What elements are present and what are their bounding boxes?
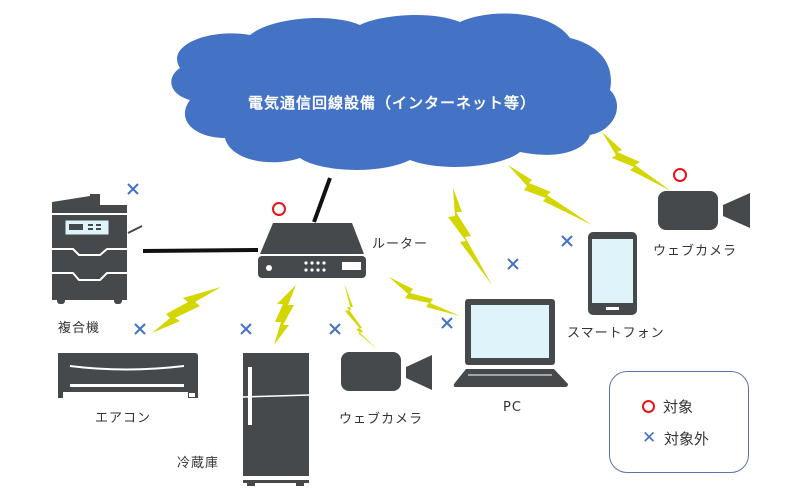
legend-target-label: 対象: [663, 398, 694, 416]
non-target-mark-fridge: [240, 323, 252, 335]
bolt-router-pc: [389, 277, 460, 316]
target-mark-webcam-right: [673, 168, 687, 182]
cable-router-mfp: [142, 248, 259, 253]
webcam-bottom-label: ウェブカメラ: [339, 412, 424, 427]
router-icon: [258, 223, 366, 278]
bolt-router-webcam: [344, 283, 378, 350]
non-target-mark-pc: [441, 317, 453, 329]
cable-mfp-stub: [127, 225, 143, 234]
webcam-right-icon: [658, 191, 750, 230]
cross-icon: ✕: [642, 428, 657, 448]
cable-cloud-router: [312, 177, 332, 223]
non-target-mark-mfp: [127, 183, 139, 195]
wireless-bolts: [152, 132, 671, 350]
target-mark-router: [272, 202, 286, 216]
smartphone-icon: [588, 232, 637, 315]
bolt-router-fridge: [274, 285, 296, 345]
non-target-mark-pc-top: [507, 258, 519, 270]
internet-cloud: [171, 13, 618, 170]
non-target-mark-smartphone: [561, 235, 573, 247]
smartphone-label: スマートフォン: [567, 326, 665, 341]
non-target-marks: [127, 183, 573, 335]
mfp-label: 複合機: [58, 321, 101, 336]
non-target-mark-aircon: [134, 323, 146, 335]
pc-label: PC: [503, 400, 522, 415]
fridge-label: 冷蔵庫: [177, 456, 220, 471]
bolt-cloud-webcam: [602, 132, 671, 191]
non-target-mark-webcam-bottom: [329, 323, 341, 335]
aircon-label: エアコン: [95, 411, 152, 426]
internet-cloud-label: 電気通信回線設備（インターネット等）: [248, 94, 537, 112]
legend-item-target: 対象: [642, 396, 693, 417]
circle-icon: [642, 400, 655, 413]
legend-item-non-target: ✕ 対象外: [642, 428, 709, 449]
pc-icon: [453, 299, 568, 387]
legend-non-target-label: 対象外: [664, 430, 710, 448]
mfp-icon: [52, 194, 127, 304]
webcam-bottom-icon: [341, 352, 432, 391]
legend: 対象 ✕ 対象外: [609, 371, 749, 473]
bolt-cloud-pc: [448, 188, 492, 285]
bolt-cloud-phone: [508, 165, 592, 225]
webcam-right-label: ウェブカメラ: [653, 244, 738, 259]
router-label: ルーター: [372, 237, 429, 252]
bolt-router-aircon: [152, 287, 221, 333]
aircon-icon: [58, 353, 198, 398]
fridge-icon: [242, 353, 310, 486]
